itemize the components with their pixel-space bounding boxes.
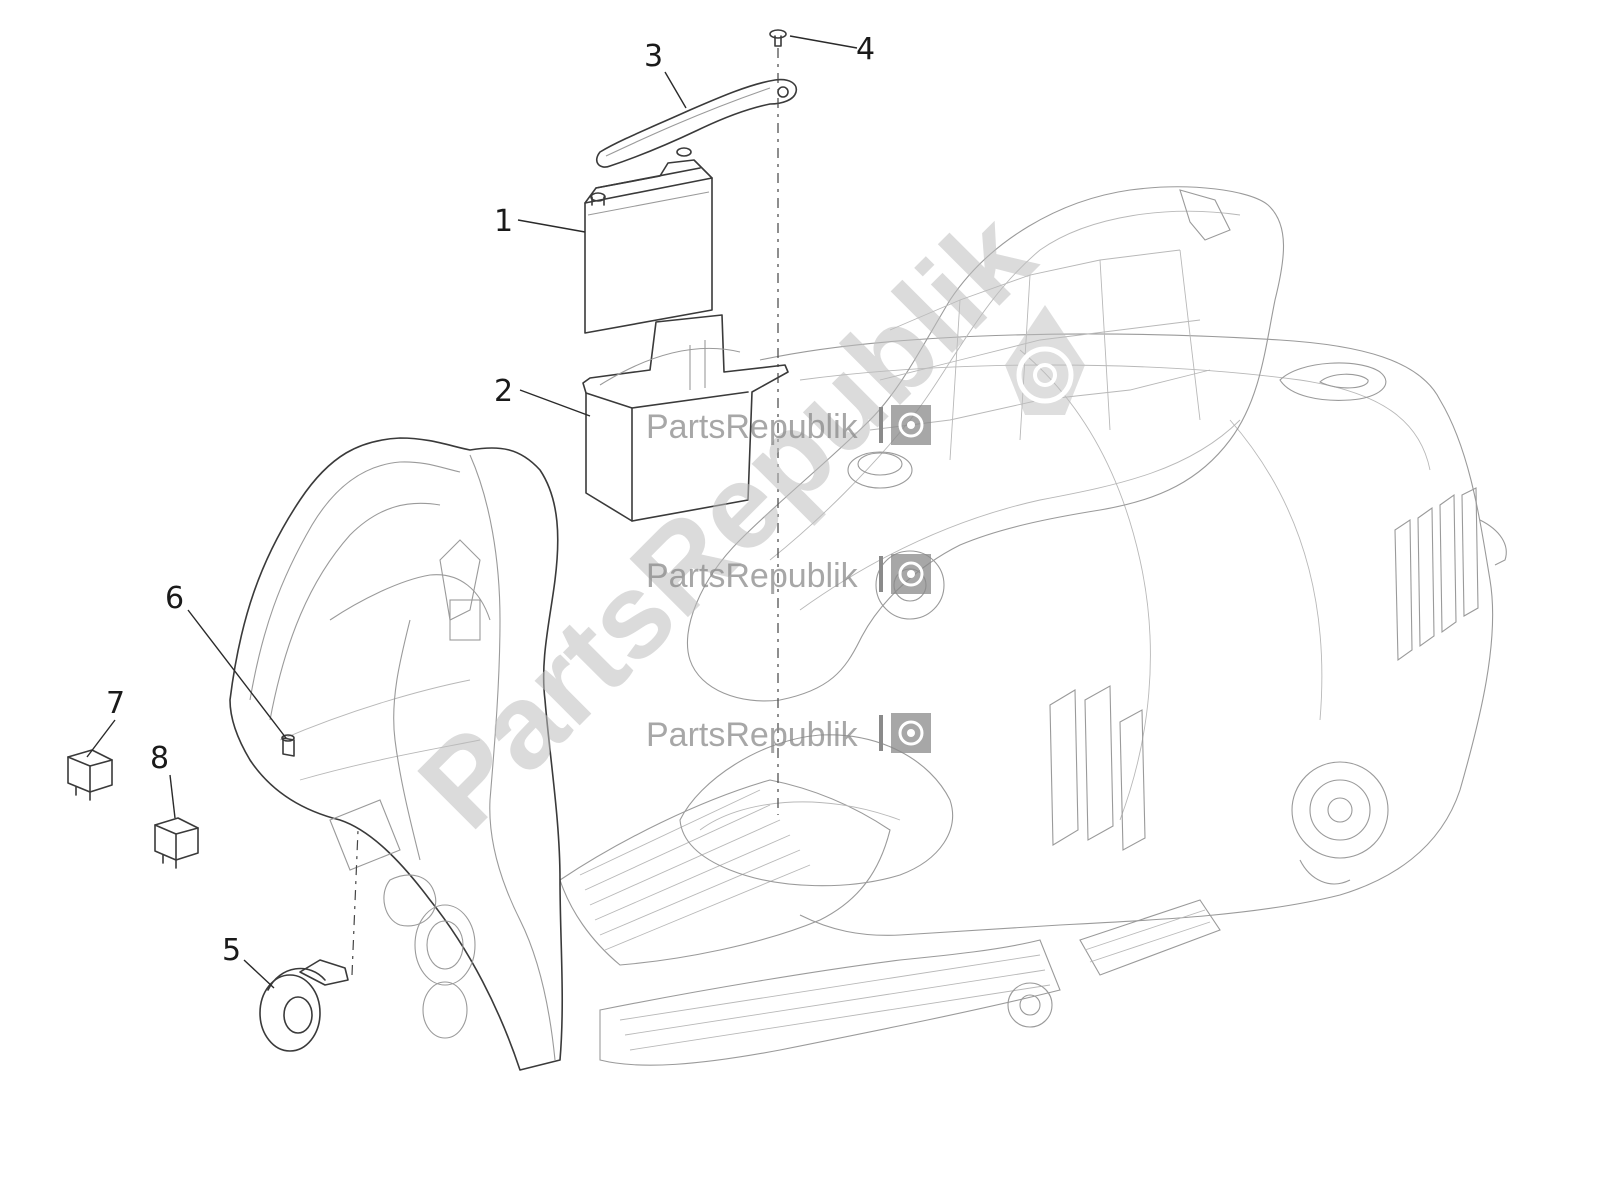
callout-8: 8 [150,741,169,776]
battery [584,147,713,334]
bolt [281,734,295,757]
fuel-cap [847,451,913,489]
watermark-1: PartsRepublik [646,405,931,446]
watermark-2: PartsRepublik [646,554,931,595]
assembly-line-horn [351,829,359,976]
screw [769,29,787,47]
callout-7: 7 [106,686,125,721]
callout-5: 5 [222,933,241,968]
callout-4: 4 [856,32,875,67]
watermark-brand-1: PartsRepublik [646,408,859,446]
watermark-3: PartsRepublik [646,713,931,754]
callout-1: 1 [494,204,513,239]
leader-lines [86,35,858,989]
relay-7 [67,749,113,801]
watermark-brand-3: PartsRepublik [646,716,859,754]
rear-vent-grille [1394,487,1479,662]
battery-strap [595,78,798,168]
battery-tray [582,314,789,522]
horn [259,959,349,1052]
footboard [559,779,1061,1066]
relay-8 [154,817,199,869]
watermark-brand-2: PartsRepublik [646,557,859,595]
callout-6: 6 [165,581,184,616]
callout-3: 3 [644,39,663,74]
rear-wheel-hub [1291,761,1389,885]
gear-icon [879,713,931,753]
gear-icon [879,405,931,445]
scooter-body [559,333,1507,1066]
side-vent-grille [1049,685,1146,851]
callout-2: 2 [494,374,513,409]
leg-shield-frame [229,437,564,1071]
watermark-gear-large [1005,305,1085,415]
gear-icon [879,554,931,594]
